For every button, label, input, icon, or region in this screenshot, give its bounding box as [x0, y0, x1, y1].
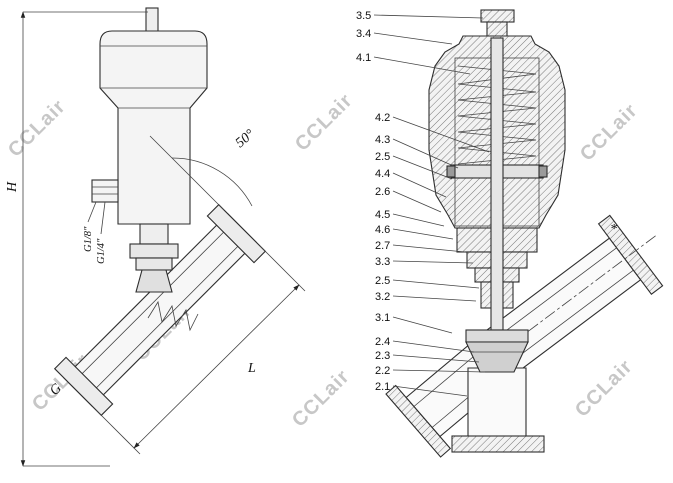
callout-label: 2.5	[375, 275, 390, 287]
callout-label: 3.3	[375, 256, 390, 268]
air-port-boss	[91, 179, 119, 203]
callout-label: 2.5	[375, 151, 390, 163]
dim-label-H: H	[5, 181, 20, 193]
watermark-text: CCLair	[291, 89, 357, 155]
callout-label: 3.4	[356, 28, 371, 40]
air-port-label-g14: G1/4"	[96, 238, 107, 264]
callout-label: 3.5	[356, 10, 371, 22]
outlet-flange	[206, 203, 267, 264]
bonnet-nut	[129, 243, 179, 259]
callout-label: 2.7	[375, 240, 390, 252]
dimension-H: H	[5, 11, 148, 467]
callout-label: 4.3	[375, 134, 390, 146]
bottom-outlet	[467, 367, 527, 437]
air-port-label-g18: G1/8"	[83, 226, 94, 252]
left-view-outline-drawing: H L G 50° G1/8" G1/4"	[5, 7, 306, 467]
section-actuator	[428, 9, 566, 373]
section-spring	[457, 65, 537, 165]
actuator-outline	[91, 7, 208, 293]
dimension-L: L	[95, 245, 306, 455]
watermark-text: CCLair	[288, 365, 354, 431]
callout-label: 2.1	[375, 381, 390, 393]
spindle	[490, 37, 504, 331]
callout-label: 2.4	[375, 336, 390, 348]
right-view-section-drawing: * 3.5 3.4 4.1 4.	[356, 9, 664, 458]
section-inlet-flange	[385, 384, 452, 458]
bottom-flange	[451, 435, 545, 453]
actuator-neck	[139, 223, 169, 245]
callout-label: 2.3	[375, 350, 390, 362]
callout-label: 2.2	[375, 365, 390, 377]
air-port-labels: G1/8" G1/4"	[83, 201, 107, 264]
callout-leaders	[373, 14, 490, 397]
watermark-text: CCLair	[4, 95, 70, 161]
callout-labels: 3.5 3.4 4.1 4.2 4.3 2.5 4.4 2.6 4.5 4.6 …	[356, 10, 390, 393]
plug-disc	[465, 329, 529, 343]
callout-label: 4.4	[375, 168, 390, 180]
callout-label: 3.2	[375, 291, 390, 303]
body-cone	[135, 269, 173, 293]
top-cap-nut	[480, 9, 515, 23]
flange-asterisk: *	[610, 222, 617, 237]
callout-label: 4.5	[375, 209, 390, 221]
dim-label-L: L	[247, 361, 256, 376]
watermark-text: CCLair	[571, 355, 637, 421]
callout-label: 2.6	[375, 186, 390, 198]
angle-label: 50°	[233, 127, 258, 151]
callout-label: 3.1	[375, 312, 390, 324]
inlet-flange	[53, 356, 114, 417]
watermark-text: CCLair	[576, 99, 642, 165]
callout-label: 4.6	[375, 224, 390, 236]
callout-label: 4.1	[356, 52, 371, 64]
callout-label: 4.2	[375, 112, 390, 124]
